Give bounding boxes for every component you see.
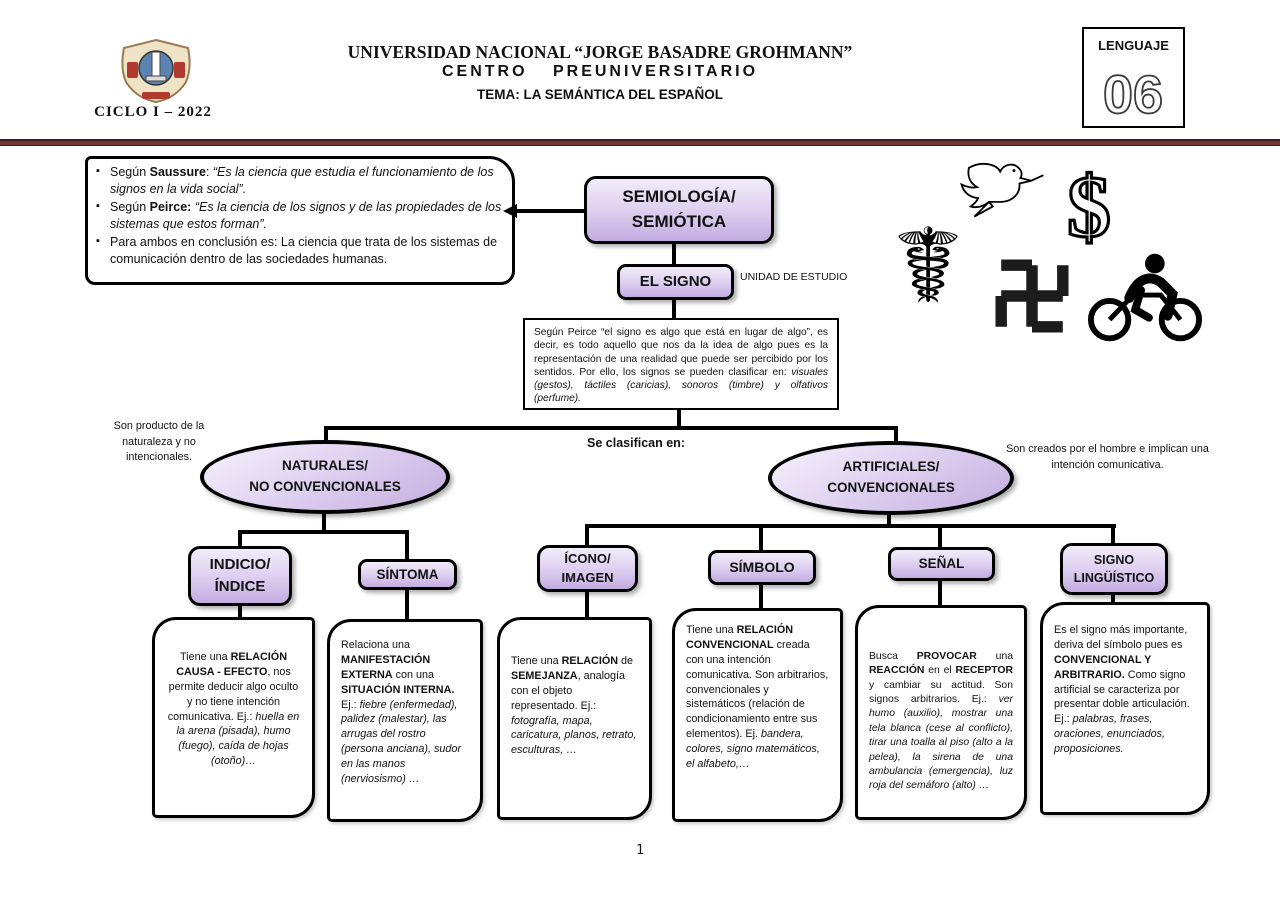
- connector: [405, 588, 409, 621]
- course-number-box: LENGUAJE 06: [1082, 27, 1185, 128]
- connector: [677, 408, 681, 428]
- connector: [672, 243, 676, 266]
- card-icono: Tiene una RELACIÓN de SEMEJANZA, analogí…: [497, 617, 652, 820]
- node-simbolo: SÍMBOLO: [708, 550, 816, 585]
- svg-text:06: 06: [1103, 65, 1163, 125]
- branch-artificiales: ARTIFICIALES/ CONVENCIONALES: [768, 441, 1014, 515]
- ciclo-label: CICLO I – 2022: [94, 104, 212, 120]
- sheet-number: 06: [1102, 64, 1164, 125]
- node-semiologia: SEMIOLOGÍA/ SEMIÓTICA: [584, 176, 774, 244]
- cyclist-icon: [1086, 248, 1204, 346]
- node-indicio: INDICIO/ ÍNDICE: [188, 546, 292, 606]
- connector: [938, 524, 942, 549]
- node-senal: SEÑAL: [888, 547, 995, 581]
- connector: [322, 511, 326, 532]
- connector: [238, 604, 242, 619]
- header-rule: [0, 139, 1280, 146]
- artificial-note: Son creados por el hombre e implican una…: [1006, 443, 1209, 471]
- connector: [585, 524, 589, 547]
- connector: [894, 426, 898, 444]
- definition-saussure: Según Saussure: “Es la ciencia que estud…: [96, 164, 502, 198]
- swastika-icon: [988, 252, 1076, 340]
- connector: [759, 583, 763, 610]
- connector: [324, 426, 328, 444]
- card-indicio: Tiene una RELACIÓN CAUSA - EFECTO, nos p…: [152, 617, 315, 818]
- connector: [405, 530, 409, 561]
- connector: [887, 513, 891, 527]
- center-name: CENTRO PREUNIVERSITARIO: [441, 63, 759, 80]
- node-el-signo: EL SIGNO: [617, 264, 734, 300]
- connector: [1111, 524, 1115, 545]
- connector: [759, 524, 763, 552]
- university-logo: [112, 38, 200, 104]
- university-name: UNIVERSIDAD NACIONAL “JORGE BASADRE GROH…: [347, 42, 853, 62]
- arrow-left-icon: [503, 204, 517, 218]
- connector: [585, 590, 589, 619]
- connector: [585, 524, 1116, 528]
- peirce-quote-box: Según Peirce “el signo es algo que está …: [523, 318, 839, 410]
- definition-peirce: Según Peirce: “Es la ciencia de los sign…: [96, 199, 502, 233]
- definition-conclusion: Para ambos en conclusión es: La ciencia …: [96, 234, 502, 268]
- connector: [1111, 593, 1115, 604]
- card-sintoma: Relaciona una MANIFESTACIÓN EXTERNA con …: [327, 619, 483, 822]
- classify-label: Se clasifican en:: [587, 436, 685, 450]
- node-signo-linguistico: SIGNO LINGÜÍSTICO: [1060, 543, 1168, 595]
- connector: [324, 426, 898, 430]
- connector: [672, 298, 676, 320]
- page-number: 1: [636, 843, 644, 858]
- unit-of-study-label: UNIDAD DE ESTUDIO: [740, 271, 848, 283]
- dollar-icon: $: [1048, 157, 1130, 257]
- connector: [238, 530, 242, 548]
- card-senal: Busca PROVOCAR una REACCIÓN en el RECEPT…: [855, 605, 1027, 820]
- connector: [516, 209, 586, 213]
- caduceus-icon: ☤: [893, 205, 963, 327]
- definitions-box: Según Saussure: “Es la ciencia que estud…: [85, 156, 515, 285]
- node-icono: ÍCONO/ IMAGEN: [537, 545, 638, 592]
- natural-note: Son producto de la naturaleza y no inten…: [113, 420, 205, 464]
- node-sintoma: SÍNTOMA: [358, 559, 457, 590]
- card-signo-linguistico: Es el signo más importante, deriva del s…: [1040, 602, 1210, 815]
- card-simbolo: Tiene una RELACIÓN CONVENCIONAL creada c…: [672, 608, 843, 822]
- course-label: LENGUAJE: [1098, 38, 1169, 53]
- branch-naturales: NATURALES/ NO CONVENCIONALES: [200, 440, 450, 514]
- topic-title: TEMA: LA SEMÁNTICA DEL ESPAÑOL: [477, 87, 723, 102]
- connector: [938, 579, 942, 607]
- dove-icon: [956, 158, 1048, 220]
- svg-text:$: $: [1067, 160, 1111, 254]
- connector: [238, 530, 409, 534]
